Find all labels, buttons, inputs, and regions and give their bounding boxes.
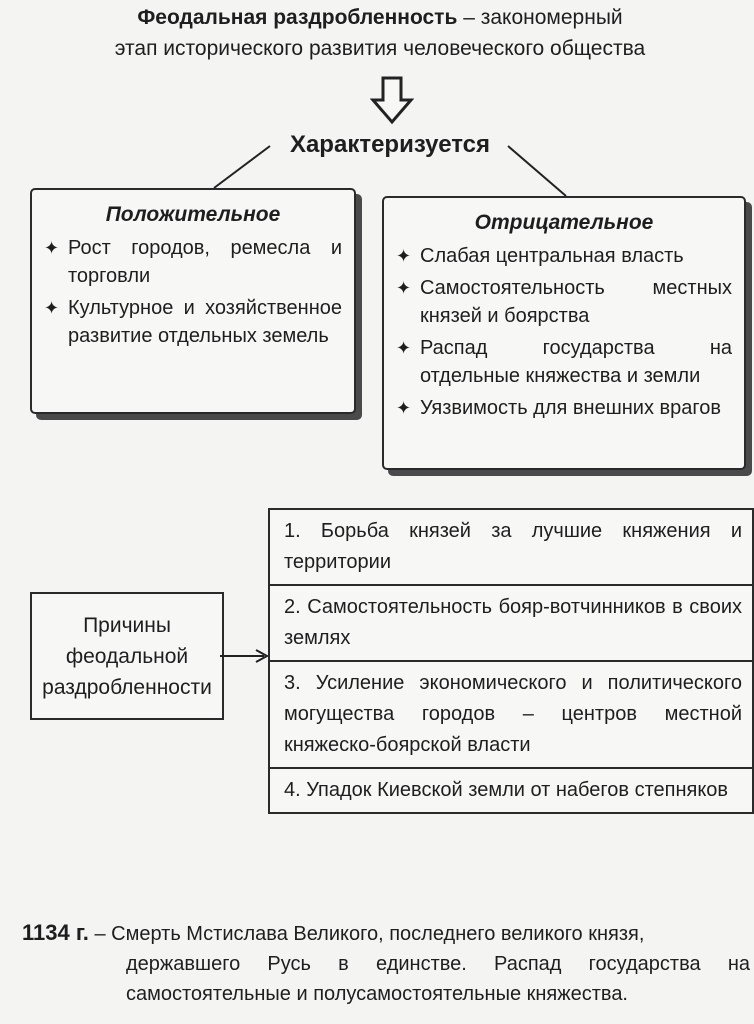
plus-bullet-icon: ✦ bbox=[44, 298, 60, 318]
positive-heading: Положительное bbox=[105, 203, 281, 226]
intro-text: Феодальная раздробленность – закономерны… bbox=[40, 2, 720, 64]
list-item: 2. Самостоятельность бояр-вотчинников в … bbox=[270, 586, 752, 662]
intro-term: Феодальная раздробленность bbox=[137, 6, 458, 29]
negative-heading: Отрицательное bbox=[474, 211, 654, 234]
causes-label-box: Причины феодальной раздробленности bbox=[30, 592, 224, 720]
intro-rest: – закономерный bbox=[457, 6, 623, 29]
causes-list: 1. Борьба князей за лучшие княжения и те… bbox=[268, 508, 754, 814]
negative-list: ✦Слабая центральная власть ✦Самостоятель… bbox=[384, 242, 744, 422]
causes-label: Причины феодальной раздробленности bbox=[42, 613, 212, 699]
list-item: ✦Уязвимость для внешних врагов bbox=[394, 394, 732, 422]
footer-rest: державшего Русь в единстве. Распад госуд… bbox=[126, 953, 750, 1005]
footer-year: 1134 г. bbox=[22, 920, 89, 945]
list-item: ✦Слабая центральная власть bbox=[394, 242, 732, 270]
list-item: ✦Самостоятельность местных князей и бояр… bbox=[394, 274, 732, 330]
footer-text: 1134 г. – Смерть Мстислава Великого, пос… bbox=[22, 918, 750, 1009]
intro-line2: этап исторического развития человеческог… bbox=[114, 37, 646, 60]
negative-card: Отрицательное ✦Слабая центральная власть… bbox=[382, 196, 746, 470]
plus-bullet-icon: ✦ bbox=[396, 246, 412, 266]
list-item: ✦Культурное и хозяйственное развитие отд… bbox=[42, 294, 342, 350]
list-item: 4. Упадок Киевской земли от набегов степ… bbox=[284, 779, 729, 801]
list-item: ✦Распад государства на отдельные княжест… bbox=[394, 334, 732, 390]
characterized-title: Характеризуется bbox=[289, 131, 491, 158]
list-item: ✦Рост городов, ремесла и торговли bbox=[42, 234, 342, 290]
list-item: 1. Борьба князей за лучшие княжения и те… bbox=[270, 510, 752, 586]
positive-card: Положительное ✦Рост городов, ремесла и т… bbox=[30, 188, 356, 414]
footer-line1: – Смерть Мстислава Великого, последнего … bbox=[88, 923, 645, 945]
plus-bullet-icon: ✦ bbox=[44, 238, 60, 258]
connector-lines bbox=[213, 145, 567, 197]
list-item: 3. Усиление экономического и политическо… bbox=[270, 662, 752, 769]
plus-bullet-icon: ✦ bbox=[396, 278, 412, 298]
right-arrow-icon bbox=[220, 649, 270, 663]
plus-bullet-icon: ✦ bbox=[396, 398, 412, 418]
plus-bullet-icon: ✦ bbox=[396, 338, 412, 358]
positive-list: ✦Рост городов, ремесла и торговли ✦Культ… bbox=[32, 234, 354, 350]
down-arrow-icon bbox=[370, 76, 414, 125]
